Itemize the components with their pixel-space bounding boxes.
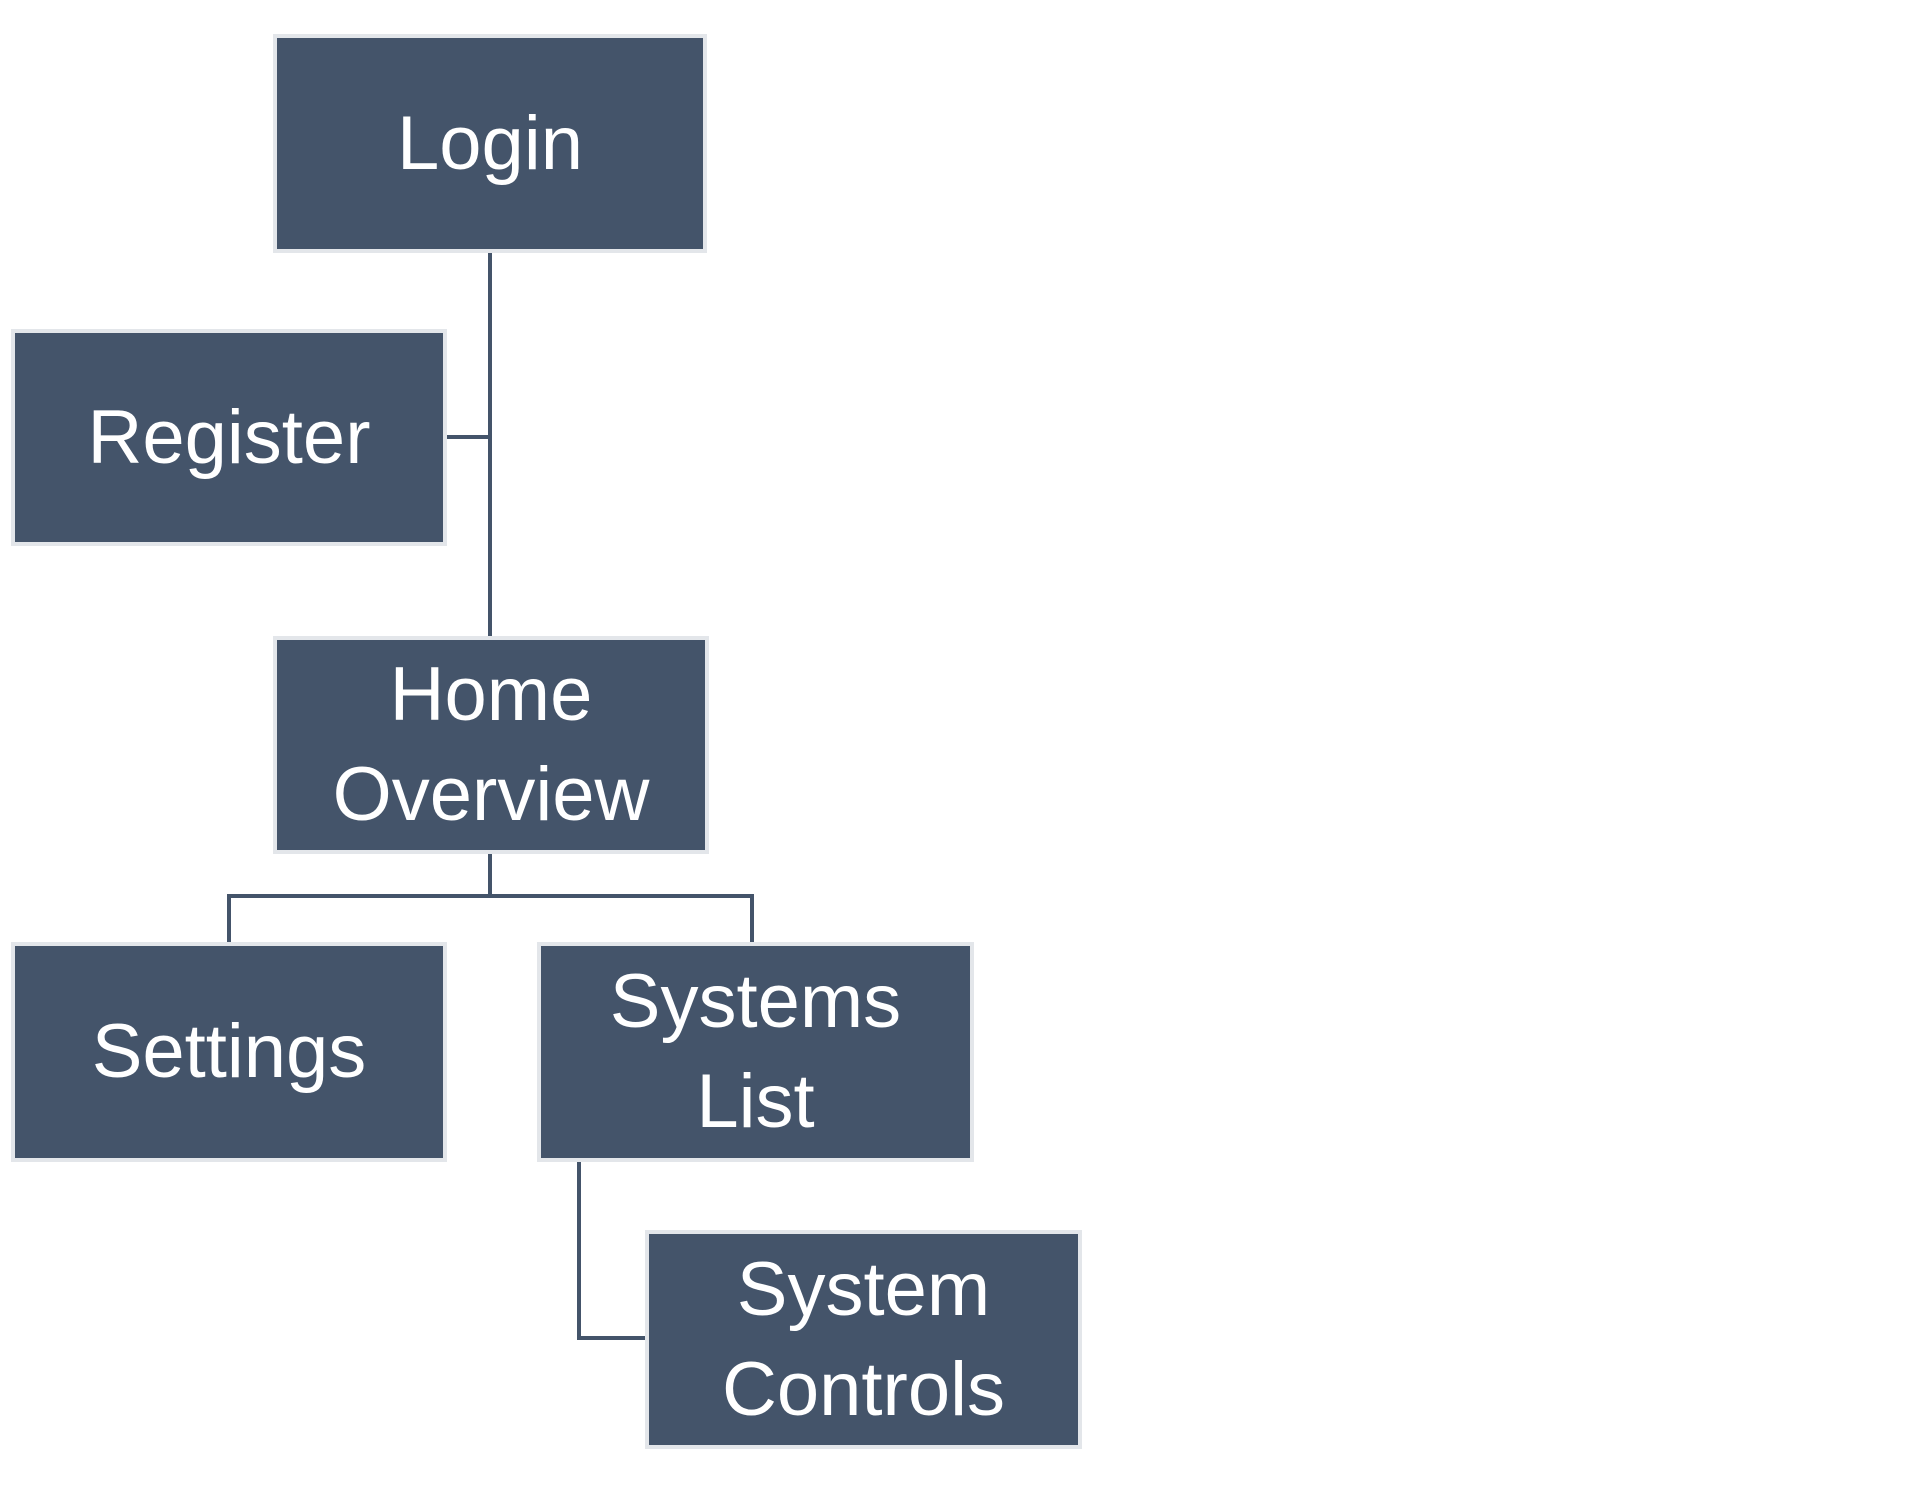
node-settings-label: Settings <box>91 1009 367 1094</box>
connector-systems-list-system-controls <box>577 1160 647 1340</box>
node-home-overview: Home Overview <box>273 636 709 854</box>
node-systems-list-label-line-2: List <box>696 1059 815 1144</box>
node-login-label: Login <box>397 100 583 186</box>
node-home-overview-label-line-1: Home <box>389 652 593 737</box>
connector-home-systems-list <box>488 894 754 944</box>
node-register-label: Register <box>87 394 371 480</box>
node-systems-list: Systems List <box>537 942 974 1162</box>
node-register: Register <box>11 329 447 546</box>
node-systems-list-label-line-1: Systems <box>609 959 902 1044</box>
node-settings: Settings <box>11 942 447 1162</box>
connector-home-settings <box>227 852 492 944</box>
node-system-controls-label-line-1: System <box>736 1246 991 1332</box>
node-home-overview-label-line-2: Overview <box>332 752 650 837</box>
node-system-controls-label-line-2: Controls <box>722 1346 1005 1432</box>
node-system-controls: System Controls <box>645 1230 1082 1449</box>
node-login: Login <box>273 34 707 253</box>
